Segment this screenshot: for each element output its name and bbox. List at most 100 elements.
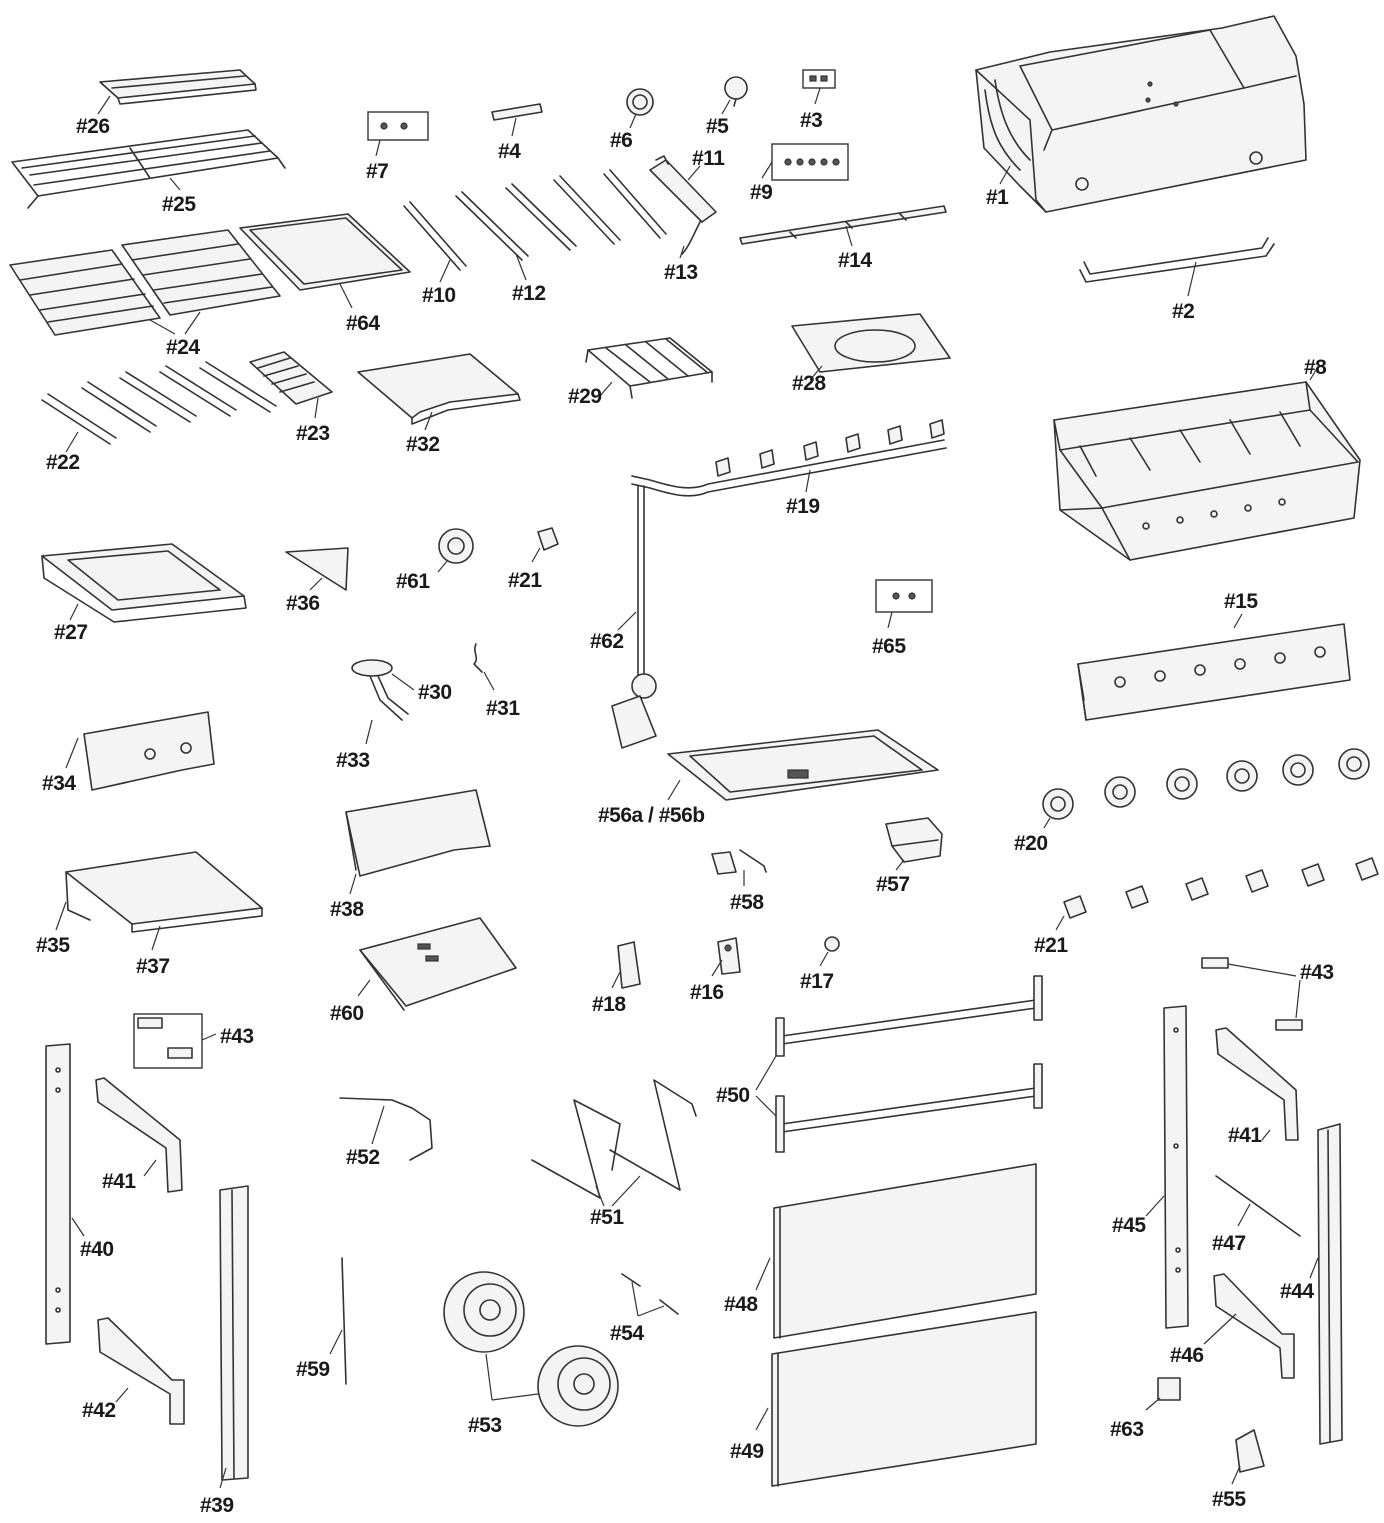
label-5: #5 bbox=[706, 115, 729, 138]
part-65-hardware-box bbox=[875, 579, 933, 613]
label-17: #17 bbox=[800, 970, 834, 993]
label-16: #16 bbox=[690, 981, 724, 1004]
label-13: #13 bbox=[664, 261, 698, 284]
part-22-flame-tamers bbox=[41, 361, 277, 445]
label-11: #11 bbox=[692, 147, 725, 170]
part-41-right-bracket bbox=[1215, 1027, 1299, 1141]
part-29-rack bbox=[585, 337, 713, 399]
label-43a: #43 bbox=[220, 1025, 254, 1048]
label-61: #61 bbox=[396, 570, 430, 593]
part-4-bracket bbox=[491, 103, 543, 121]
part-59-probe bbox=[341, 1257, 347, 1385]
part-49-panel bbox=[771, 1311, 1037, 1487]
part-11-rotisserie-burner bbox=[649, 155, 717, 223]
label-6: #6 bbox=[610, 129, 632, 152]
label-29: #29 bbox=[568, 385, 602, 408]
label-49: #49 bbox=[730, 1440, 764, 1463]
label-4: #4 bbox=[498, 140, 521, 163]
label-2: #2 bbox=[1172, 300, 1194, 323]
part-62-regulator-hose bbox=[611, 485, 657, 749]
label-37: #37 bbox=[136, 955, 170, 978]
part-45-leg bbox=[1163, 1005, 1189, 1329]
label-23: #23 bbox=[296, 422, 330, 445]
part-64-griddle bbox=[239, 213, 411, 291]
part-61-bezel bbox=[438, 528, 474, 564]
label-41a: #41 bbox=[102, 1170, 136, 1193]
label-28: #28 bbox=[792, 372, 826, 395]
label-22: #22 bbox=[46, 451, 80, 474]
part-23-side-burner-grate bbox=[249, 351, 333, 405]
part-37-side-shelf bbox=[65, 851, 263, 933]
label-64: #64 bbox=[346, 312, 380, 335]
label-30: #30 bbox=[418, 681, 452, 704]
label-26: #26 bbox=[76, 115, 110, 138]
label-21a: #21 bbox=[508, 569, 542, 592]
part-33-side-burner bbox=[351, 659, 409, 721]
part-50-cross-braces bbox=[775, 975, 1043, 1153]
part-53-wheels bbox=[443, 1271, 619, 1427]
label-18: #18 bbox=[592, 993, 626, 1016]
label-24: #24 bbox=[166, 336, 200, 359]
part-51-wire-brackets bbox=[531, 1079, 697, 1199]
label-48: #48 bbox=[724, 1293, 758, 1316]
label-44: #44 bbox=[1280, 1280, 1314, 1303]
part-34-side-panel bbox=[83, 711, 215, 791]
part-44-leg bbox=[1317, 1123, 1343, 1445]
label-20: #20 bbox=[1014, 832, 1048, 855]
part-19-manifold bbox=[631, 419, 947, 497]
label-33: #33 bbox=[336, 749, 370, 772]
label-54: #54 bbox=[610, 1322, 644, 1345]
label-47: #47 bbox=[1212, 1232, 1246, 1255]
part-24-cooking-grates bbox=[9, 229, 281, 336]
label-65: #65 bbox=[872, 635, 906, 658]
part-38-side-panel bbox=[345, 789, 491, 877]
part-55-clip bbox=[1235, 1429, 1265, 1473]
part-28-side-burner-bowl bbox=[791, 313, 951, 373]
part-1-lid bbox=[975, 15, 1307, 213]
label-3: #3 bbox=[800, 109, 822, 132]
label-15: #15 bbox=[1224, 590, 1258, 613]
part-8-firebox bbox=[1053, 381, 1361, 561]
part-9-hardware-box bbox=[771, 143, 849, 181]
part-26-tray bbox=[99, 69, 257, 105]
label-9: #9 bbox=[750, 181, 772, 204]
part-27-side-frame bbox=[41, 543, 247, 623]
label-32: #32 bbox=[406, 433, 440, 456]
part-7-hardware-box bbox=[367, 111, 429, 141]
label-41b: #41 bbox=[1228, 1124, 1262, 1147]
label-46: #46 bbox=[1170, 1344, 1204, 1367]
label-40: #40 bbox=[80, 1238, 114, 1261]
part-41-left-bracket bbox=[95, 1077, 183, 1193]
part-31-wire bbox=[473, 643, 483, 673]
part-15-control-panel bbox=[1077, 623, 1351, 721]
part-21-side-knob bbox=[537, 527, 559, 551]
part-47-rod bbox=[1215, 1175, 1301, 1237]
valve-row bbox=[715, 419, 945, 477]
part-42-lower-bracket bbox=[97, 1317, 185, 1425]
part-3-hardware-box bbox=[802, 69, 836, 89]
part-32-side-shelf-cover bbox=[357, 353, 521, 425]
label-36: #36 bbox=[286, 592, 320, 615]
part-39-leg bbox=[219, 1185, 249, 1481]
label-60: #60 bbox=[330, 1002, 364, 1025]
label-27: #27 bbox=[54, 621, 88, 644]
label-43b: #43 bbox=[1300, 961, 1334, 984]
part-58-hooks bbox=[711, 849, 767, 875]
part-60-panel bbox=[359, 917, 517, 1011]
label-45: #45 bbox=[1112, 1214, 1146, 1237]
label-10: #10 bbox=[422, 284, 456, 307]
part-18-plate bbox=[617, 941, 641, 989]
part-21-control-knobs bbox=[1063, 857, 1379, 919]
part-16-igniter bbox=[717, 937, 741, 975]
label-8: #8 bbox=[1304, 356, 1327, 379]
label-1: #1 bbox=[986, 186, 1009, 209]
part-56-grease-tray bbox=[667, 729, 939, 801]
part-43-caps-box bbox=[133, 1013, 203, 1069]
label-50: #50 bbox=[716, 1084, 750, 1107]
part-17-button bbox=[824, 936, 840, 952]
part-6-thermometer-bezel bbox=[626, 88, 654, 116]
label-55: #55 bbox=[1212, 1488, 1246, 1511]
label-53: #53 bbox=[468, 1414, 502, 1437]
label-59: #59 bbox=[296, 1358, 330, 1381]
